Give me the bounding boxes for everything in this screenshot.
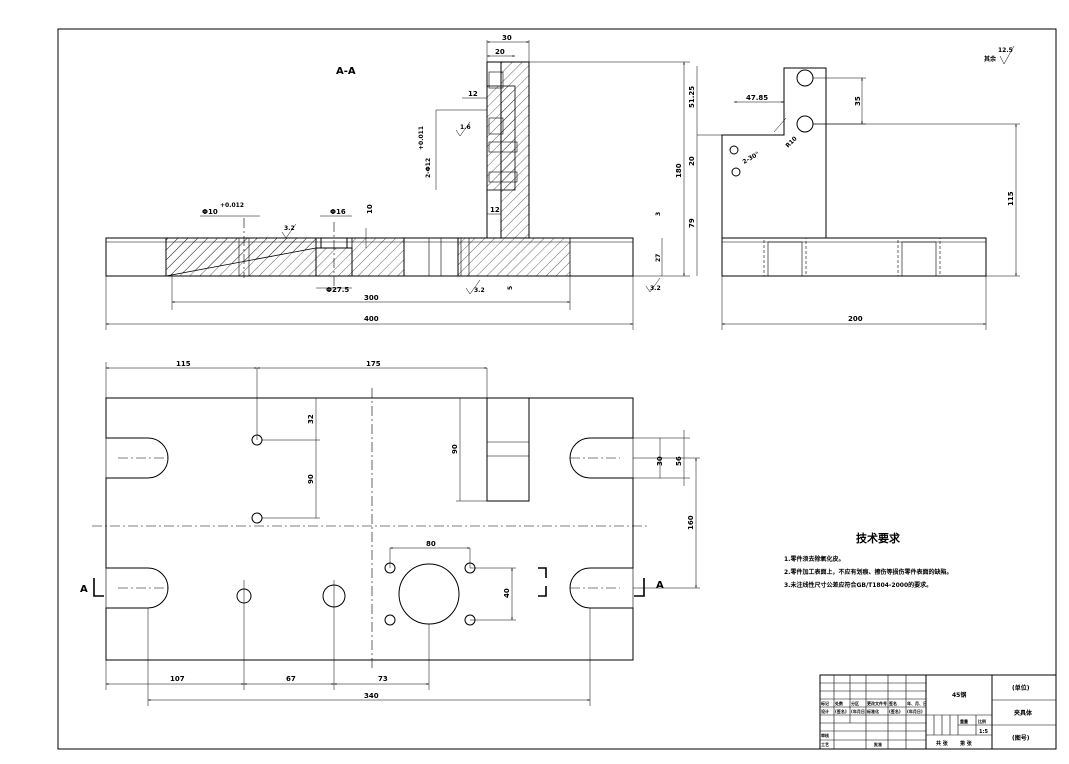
dim-plan-80: 80 bbox=[426, 540, 436, 548]
svg-text:标准化: 标准化 bbox=[866, 708, 879, 714]
section-title: A-A bbox=[336, 66, 356, 77]
svg-text:更改文件号: 更改文件号 bbox=[867, 700, 887, 706]
dim-plan-90b: 90 bbox=[451, 444, 459, 454]
svg-text:标记: 标记 bbox=[820, 700, 829, 706]
dim-200: 200 bbox=[848, 315, 863, 323]
svg-text:(签名): (签名) bbox=[889, 708, 901, 714]
dim-plan-115: 115 bbox=[176, 360, 191, 368]
plate-outline bbox=[105, 397, 634, 661]
drawing-number: (图号) bbox=[1012, 734, 1030, 742]
svg-text:+0.012: +0.012 bbox=[220, 202, 244, 209]
surface-finish-icon bbox=[999, 45, 1015, 65]
svg-text:设计: 设计 bbox=[821, 708, 829, 714]
dim-180: 180 bbox=[675, 163, 683, 178]
ra-32-left: 3.2 bbox=[284, 225, 295, 232]
svg-text:(年月日): (年月日) bbox=[851, 708, 867, 714]
dim-79: 79 bbox=[688, 218, 696, 228]
dim-35: 35 bbox=[854, 96, 862, 106]
dim-plan-32: 32 bbox=[307, 414, 315, 424]
dim-phi16: Φ16 bbox=[330, 208, 346, 216]
section-marker-left: A bbox=[80, 584, 88, 595]
ra-16: 1.6 bbox=[460, 124, 471, 131]
dim-30: 30 bbox=[502, 34, 512, 42]
dim-plan-56: 56 bbox=[675, 456, 683, 466]
section-marker-right: A bbox=[656, 580, 664, 591]
section-view: A-A 30 20 12 bbox=[105, 34, 690, 330]
svg-text:12.5: 12.5 bbox=[998, 47, 1013, 54]
svg-text:审核: 审核 bbox=[821, 732, 829, 738]
ra-32-right: 3.2 bbox=[650, 285, 661, 292]
dim-plan-107: 107 bbox=[170, 675, 185, 683]
drawing-name: 夹具体 bbox=[1014, 709, 1033, 717]
dim-plan-73: 73 bbox=[378, 675, 388, 683]
dim-10: 10 bbox=[366, 204, 374, 214]
svg-text:(签名): (签名) bbox=[835, 708, 847, 714]
dim-5: 5 bbox=[507, 286, 514, 290]
svg-text:年、月、日: 年、月、日 bbox=[907, 700, 927, 706]
dim-phi10: Φ10 bbox=[202, 208, 218, 216]
hatch-right bbox=[457, 237, 571, 277]
dim-3: 3 bbox=[655, 212, 662, 216]
side-base bbox=[721, 237, 987, 277]
title-block: 标记 处数 分区 更改文件号 签名 年、月、日 设计 (签名) (年月日) 标准… bbox=[819, 674, 1057, 750]
scale-value: 1:5 bbox=[979, 729, 988, 735]
ra-32-bottom: 3.2 bbox=[474, 287, 485, 294]
dim-plan-67: 67 bbox=[286, 675, 296, 683]
dim-2x30: 2-30° bbox=[742, 151, 761, 166]
svg-text:第 张: 第 张 bbox=[960, 740, 973, 747]
dim-400: 400 bbox=[364, 315, 379, 323]
upright-plan bbox=[486, 397, 530, 502]
side-upright bbox=[721, 67, 827, 238]
dim-115: 115 bbox=[1007, 191, 1015, 206]
svg-text:共 张: 共 张 bbox=[936, 740, 949, 747]
part-material: 45钢 bbox=[952, 691, 966, 699]
tech-req-3: 3.未注线性尺寸公差应符合GB/T1804-2000的要求。 bbox=[784, 581, 932, 589]
dim-2x12: 2-Φ12 bbox=[425, 158, 432, 178]
side-view: 51.25 47.85 35 20 79 115 R10 2-30° 200 其… bbox=[688, 45, 1020, 330]
dim-27: 27 bbox=[655, 254, 662, 262]
dim-plan-30: 30 bbox=[656, 456, 664, 466]
svg-text:(年月日): (年月日) bbox=[907, 708, 923, 714]
svg-text:签名: 签名 bbox=[888, 700, 897, 706]
dim-plan-340: 340 bbox=[364, 692, 379, 700]
svg-text:工艺: 工艺 bbox=[821, 741, 829, 747]
dim-12b: 12 bbox=[490, 206, 500, 214]
dim-r10: R10 bbox=[784, 135, 798, 149]
technical-requirements: 技术要求 1.零件须去除氧化皮。 2.零件加工表面上，不应有划痕、擦伤等损伤零件… bbox=[784, 531, 952, 589]
dim-20: 20 bbox=[495, 48, 505, 56]
dim-20s: 20 bbox=[688, 156, 696, 166]
svg-text:+0.011: +0.011 bbox=[418, 126, 425, 150]
svg-text:分区: 分区 bbox=[851, 700, 859, 706]
dim-47: 47.85 bbox=[746, 94, 768, 102]
svg-text:批准: 批准 bbox=[874, 741, 882, 747]
plan-view: 115 175 32 90 90 30 56 160 80 40 107 bbox=[80, 360, 700, 706]
dim-12a: 12 bbox=[468, 90, 478, 98]
dim-plan-40: 40 bbox=[503, 588, 511, 598]
svg-text:重量: 重量 bbox=[960, 718, 968, 724]
dim-plan-175: 175 bbox=[366, 360, 381, 368]
dim-300: 300 bbox=[364, 294, 379, 302]
svg-text:处数: 处数 bbox=[834, 700, 843, 706]
tech-req-title: 技术要求 bbox=[856, 531, 901, 545]
svg-text:比例: 比例 bbox=[978, 718, 986, 724]
large-bore bbox=[398, 563, 460, 625]
dim-plan-90: 90 bbox=[307, 474, 315, 484]
tech-req-2: 2.零件加工表面上，不应有划痕、擦伤等损伤零件表面的缺陷。 bbox=[784, 568, 952, 576]
unit-name: (单位) bbox=[1012, 684, 1030, 692]
drawing-frame bbox=[57, 28, 1057, 750]
dim-51: 51.25 bbox=[688, 86, 696, 108]
dim-phi27: Φ27.5 bbox=[326, 286, 349, 294]
surface-finish-label: 其余 bbox=[984, 55, 997, 63]
dim-plan-160: 160 bbox=[687, 515, 695, 530]
tech-req-1: 1.零件须去除氧化皮。 bbox=[784, 555, 844, 563]
